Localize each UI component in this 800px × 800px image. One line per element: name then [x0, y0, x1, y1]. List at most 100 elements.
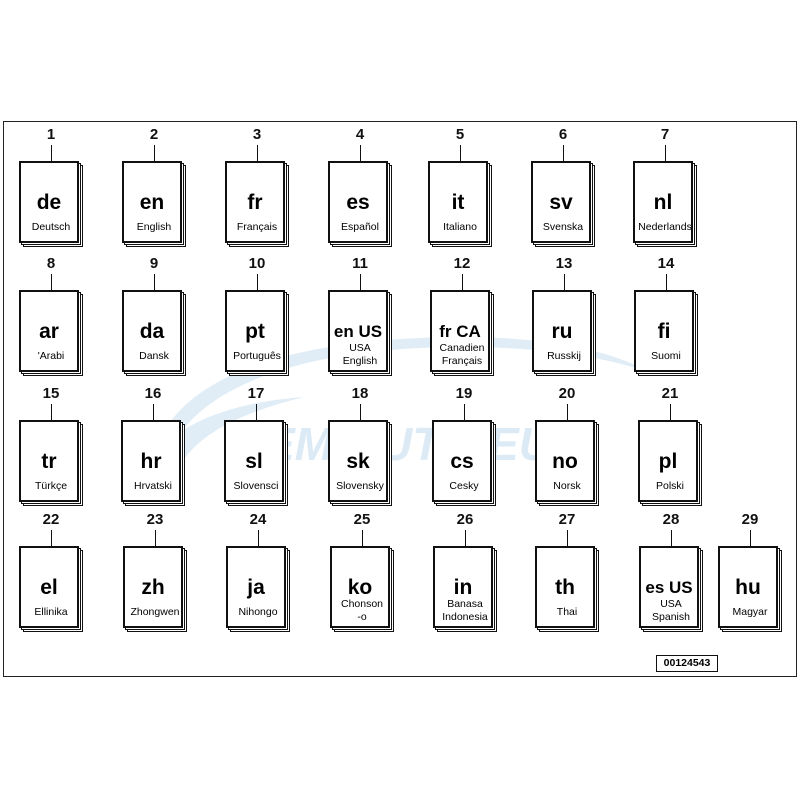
watermark-text: EMIAUTO.EU [264, 418, 554, 470]
book-page [121, 420, 181, 502]
book-page [328, 161, 388, 243]
language-name: USA [349, 342, 371, 354]
callout-number: 3 [252, 126, 262, 143]
callout-leader-line [750, 530, 751, 546]
callout-number: 28 [662, 511, 680, 528]
language-code: th [555, 576, 575, 599]
book-page [428, 161, 488, 243]
language-book: ar'Arabi [19, 290, 83, 376]
language-code: en [139, 191, 165, 214]
book-page [122, 161, 182, 243]
callout-leader-line [564, 274, 565, 290]
language-code: de [36, 191, 62, 214]
callout-number: 27 [558, 511, 576, 528]
callout-leader-line [257, 274, 258, 290]
language-code: ru [551, 320, 573, 343]
language-name: -o [357, 611, 367, 623]
language-code: fr [247, 191, 263, 214]
callout-leader-line [154, 145, 155, 161]
callout-leader-line [462, 274, 463, 290]
language-name: Magyar [732, 606, 768, 618]
language-code: in [453, 576, 473, 599]
book-page [328, 290, 388, 372]
book-page [532, 290, 592, 372]
callout-number: 21 [661, 385, 679, 402]
language-code: zh [141, 576, 165, 599]
callout-number: 7 [660, 126, 670, 143]
callout-number: 23 [146, 511, 164, 528]
callout-number: 6 [558, 126, 568, 143]
reference-number: 00124543 [656, 655, 718, 672]
language-name: English [342, 355, 378, 367]
book-page [123, 546, 183, 628]
book-page [19, 161, 79, 243]
language-code: hr [140, 450, 162, 473]
language-code: es [346, 191, 370, 214]
callout-number: 25 [353, 511, 371, 528]
watermark-swoosh-low [154, 397, 304, 467]
callout-leader-line [360, 145, 361, 161]
language-name: Indonesia [442, 611, 488, 623]
callout-number: 20 [558, 385, 576, 402]
callout-leader-line [465, 530, 466, 546]
callout-leader-line [567, 530, 568, 546]
language-name: USA [660, 598, 682, 610]
language-name: Svenska [542, 221, 584, 233]
language-code: tr [41, 450, 57, 473]
callout-leader-line [666, 274, 667, 290]
callout-number: 12 [453, 255, 471, 272]
callout-number: 14 [657, 255, 675, 272]
book-page [535, 546, 595, 628]
language-code: ja [247, 576, 265, 599]
language-name: Banasa [447, 598, 483, 610]
callout-number: 5 [455, 126, 465, 143]
language-code: cs [450, 450, 474, 473]
callout-leader-line [563, 145, 564, 161]
language-code: sv [549, 191, 573, 214]
callout-number: 15 [42, 385, 60, 402]
book-page [19, 546, 79, 628]
book-page [328, 420, 388, 502]
callout-leader-line [257, 145, 258, 161]
callout-number: 16 [144, 385, 162, 402]
language-code: it [451, 191, 465, 214]
book-page [531, 161, 591, 243]
language-code: sk [346, 450, 370, 473]
callout-leader-line [51, 404, 52, 420]
callout-number: 11 [352, 255, 368, 272]
book-page [19, 420, 79, 502]
callout-number: 2 [149, 126, 159, 143]
language-name: Slovensky [336, 480, 384, 492]
callout-number: 24 [249, 511, 267, 528]
book-page [433, 546, 493, 628]
language-name: Français [441, 355, 483, 367]
callout-leader-line [258, 530, 259, 546]
book-page [633, 161, 693, 243]
language-name: Deutsch [31, 221, 71, 233]
language-name: Hrvatski [134, 480, 172, 492]
book-page [224, 420, 284, 502]
language-name: Português [233, 350, 281, 362]
callout-number: 22 [42, 511, 60, 528]
language-name: Chonson [340, 598, 384, 610]
language-name: Slovensci [233, 480, 279, 492]
